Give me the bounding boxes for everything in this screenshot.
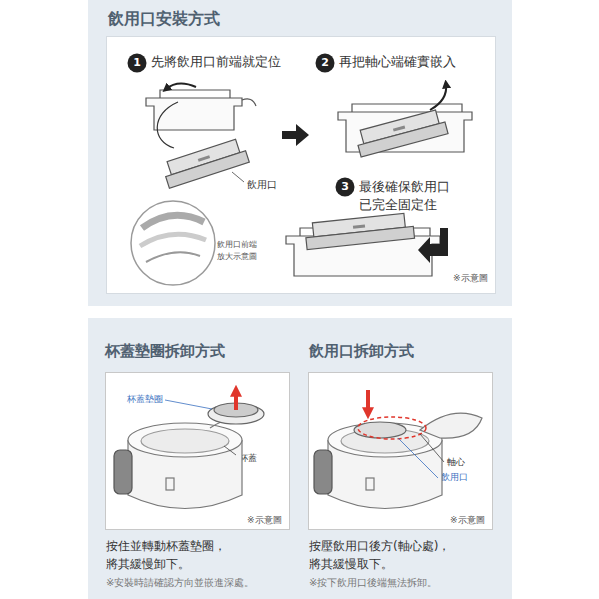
instruction-text: 按壓飲用口後方(軸心處)， 將其緩慢取下。 <box>309 537 494 573</box>
illustration-card: ※示意圖 1先將飲用口前端就定位 2再把軸心端確實嵌入 3最後確保飲用口 已完全固定住… <box>106 36 496 294</box>
section-heading: 飲用口安裝方式 <box>108 9 220 30</box>
callout-number: 3 <box>335 177 355 197</box>
step-text: 先將飲用口前端就定位 <box>151 54 281 71</box>
magnifier-label: 飲用口前端 放大示意圖 <box>217 239 263 263</box>
callout-number: 1 <box>127 53 147 73</box>
callout-circle <box>316 54 335 73</box>
illustration-box: ※示意圖 杯蓋墊圈杯蓋 <box>105 372 290 530</box>
part-label: 杯蓋墊圈 <box>127 394 163 406</box>
callout-number: 2 <box>315 53 335 73</box>
note-text: ※示意圖 <box>450 515 485 527</box>
step-text: 再把軸心端確實嵌入 <box>339 54 456 71</box>
step-callout: 1先將飲用口前端就定位 <box>127 53 307 73</box>
part-label: 軸心 <box>447 457 465 469</box>
step-callout: 2再把軸心端確實嵌入 <box>315 53 495 73</box>
section-panel: 杯蓋墊圈拆卸方式按住並轉動杯蓋墊圈， 將其緩慢卸下。 ※安裝時請確認方向並嵌進深處… <box>88 318 512 599</box>
callout-circle <box>336 178 355 197</box>
step-text: 最後確保飲用口 已完全固定住 <box>359 178 459 214</box>
instruction-text: 按住並轉動杯蓋墊圈， 將其緩慢卸下。 <box>106 537 291 573</box>
part-label: 飲用口 <box>247 178 277 191</box>
illustration-box: ※示意圖 軸心飲用口 <box>308 372 493 530</box>
part-label: 飲用口 <box>441 472 468 484</box>
magnifier-outline <box>131 201 215 285</box>
section-heading: 杯蓋墊圈拆卸方式 <box>105 342 225 362</box>
note-text: ※按下飲用口後端無法拆卸。 <box>309 576 437 589</box>
note-text: ※示意圖 <box>453 273 488 285</box>
note-text: ※示意圖 <box>247 515 282 527</box>
part-label: 杯蓋 <box>239 453 257 465</box>
callout-circle <box>128 54 147 73</box>
magnifier-outline <box>129 199 217 287</box>
note-text: ※安裝時請確認方向並嵌進深處。 <box>106 576 254 589</box>
magnifier-circle: 飲用口前端 放大示意圖 <box>129 199 263 287</box>
section-panel: 飲用口安裝方式 ※示意圖 1先將飲用口前端就定位 2再把軸心端確實嵌入 3最後確保飲用口… <box>88 0 512 306</box>
section-heading: 飲用口拆卸方式 <box>309 342 414 362</box>
step-callout: 3最後確保飲用口 已完全固定住 <box>335 177 465 217</box>
